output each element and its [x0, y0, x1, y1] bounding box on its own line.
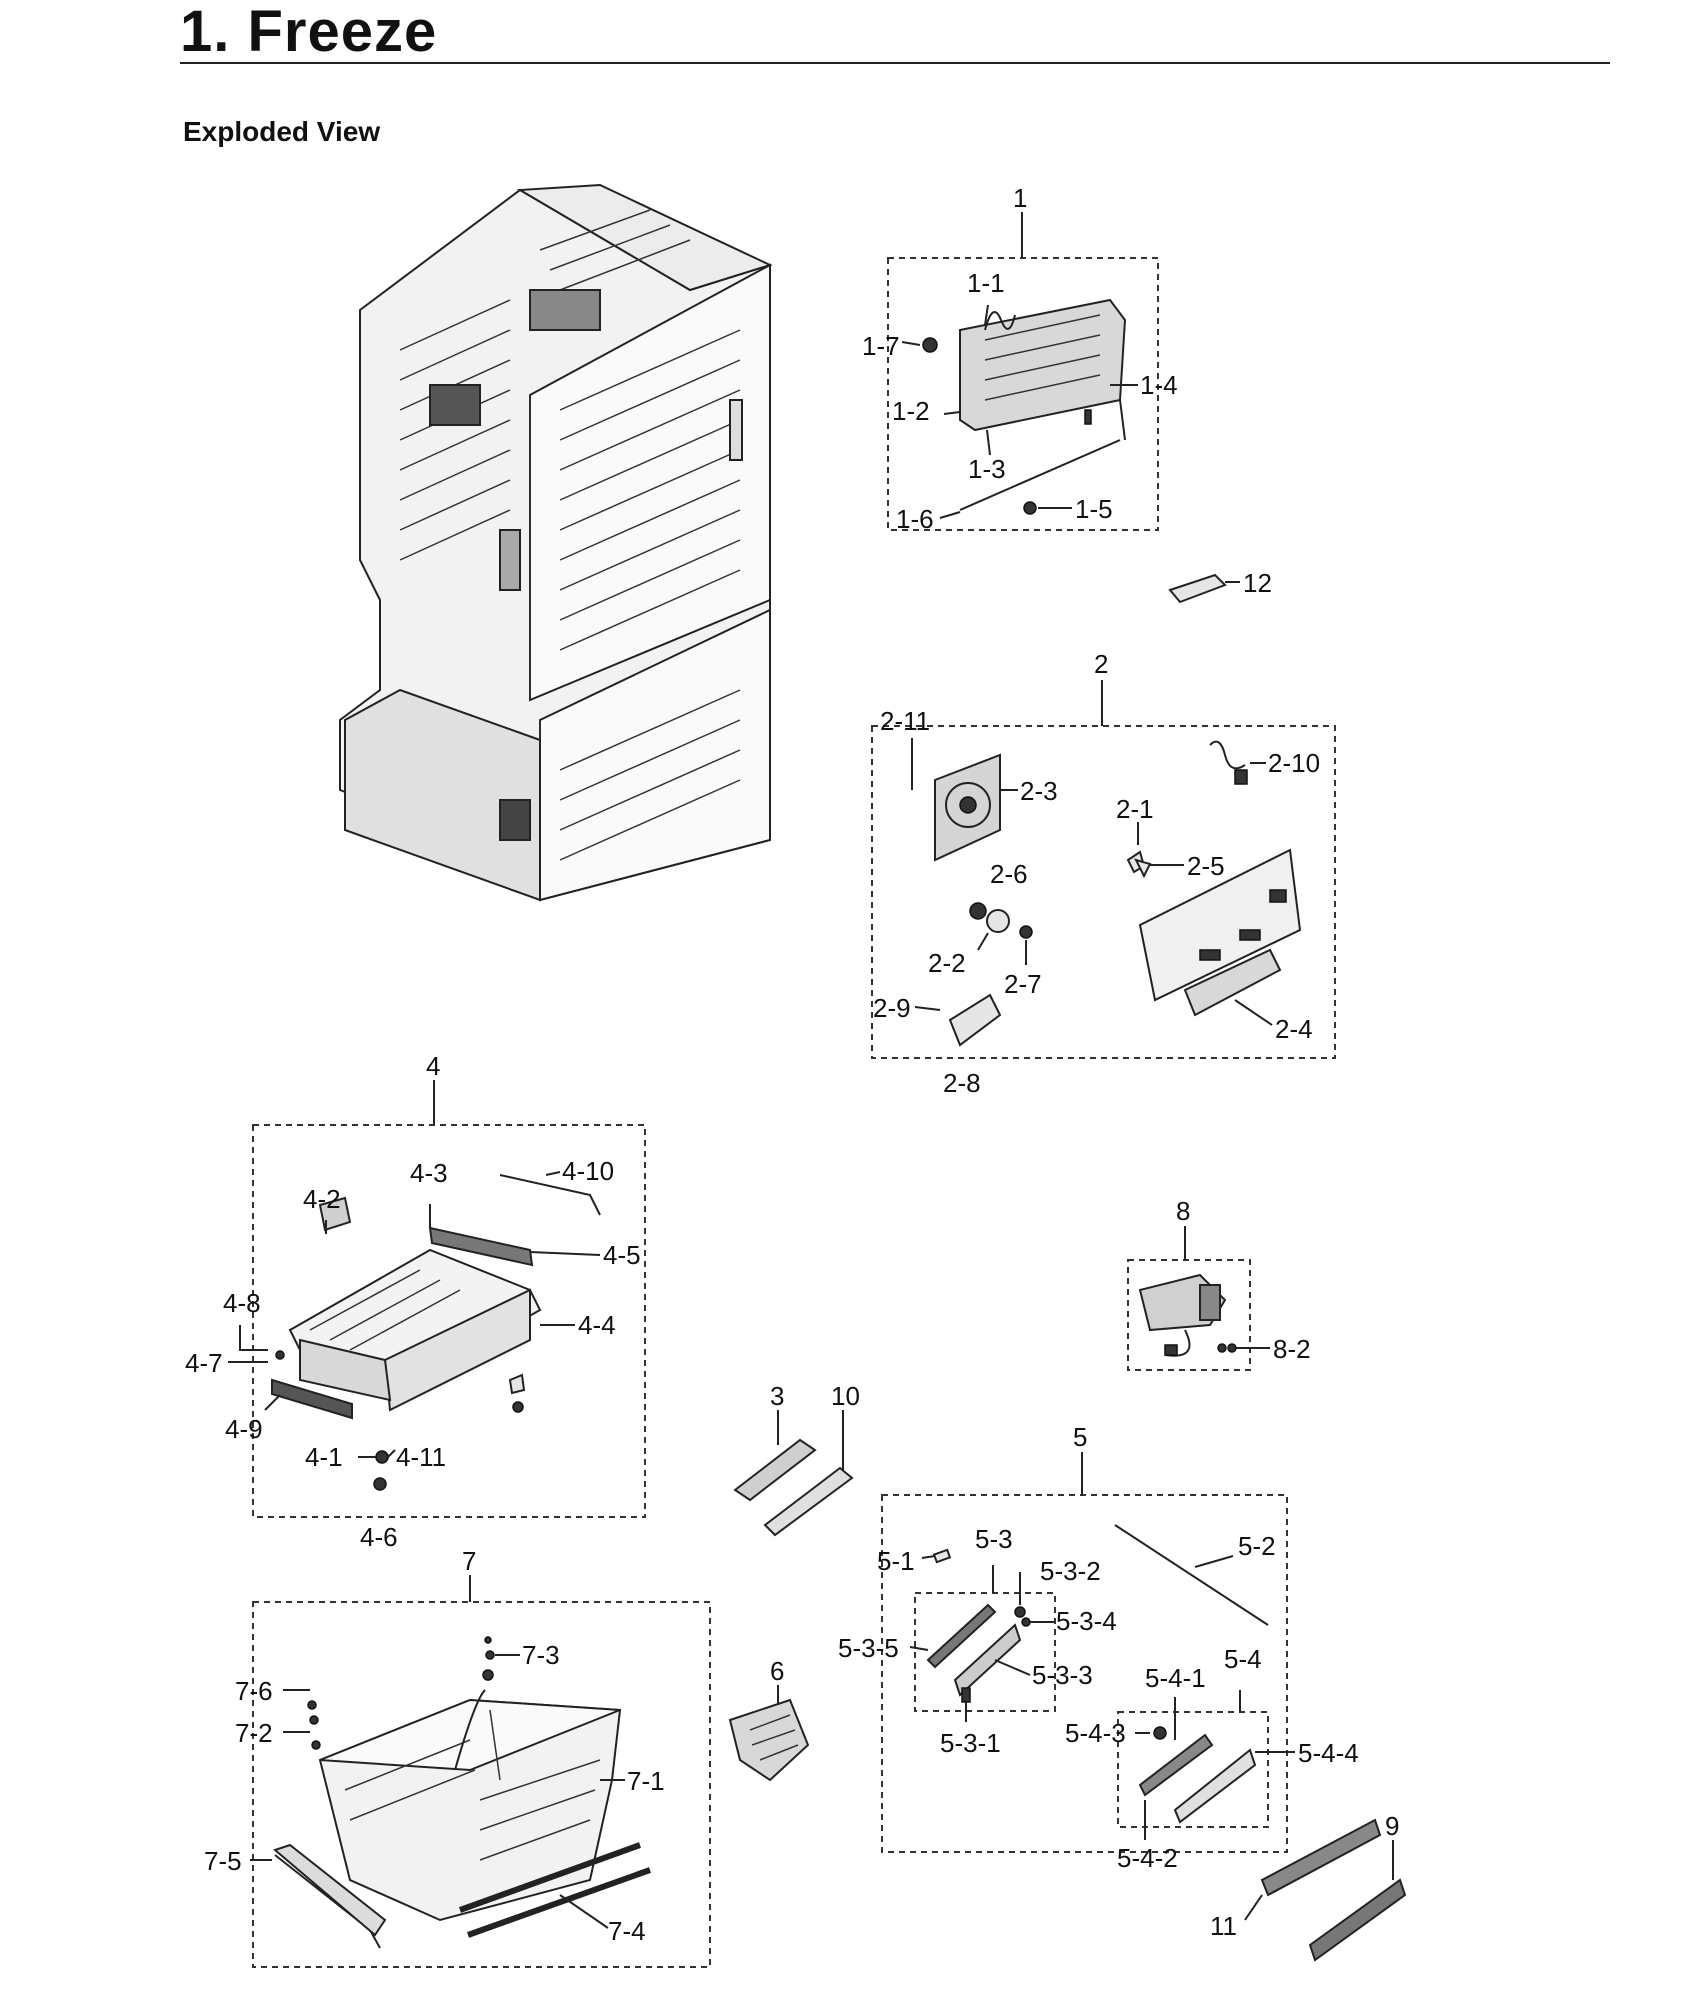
part-1-7-label: 1-7 [862, 331, 900, 361]
group-4-freezer-drawer-assembly [228, 1080, 646, 1518]
part-4-9-label: 4-9 [225, 1414, 263, 1444]
part-2-8-label: 2-8 [943, 1068, 981, 1098]
page-title: 1. Freeze [180, 0, 438, 64]
group-2-label: 2 [1094, 649, 1108, 679]
refrigerator-cabinet [339, 183, 773, 902]
part-5-4-label: 5-4 [1224, 1644, 1262, 1674]
part-1-6-label: 1-6 [896, 504, 934, 534]
part-5-3-4-label: 5-3-4 [1056, 1606, 1117, 1636]
part-12-label: 12 [1243, 568, 1272, 598]
part-2-1-label: 2-1 [1116, 794, 1154, 824]
part-7-6-label: 7-6 [235, 1676, 273, 1706]
section-subtitle: Exploded View [183, 116, 381, 147]
parts-9-and-11-rails [1244, 1818, 1407, 1962]
part-7-2-label: 7-2 [235, 1718, 273, 1748]
part-2-4-label: 2-4 [1275, 1014, 1313, 1044]
part-7-4-label: 7-4 [608, 1916, 646, 1946]
part-7-1-label: 7-1 [627, 1766, 665, 1796]
part-5-4-2-label: 5-4-2 [1117, 1843, 1178, 1873]
part-2-10-label: 2-10 [1268, 748, 1320, 778]
part-4-8-label: 4-8 [223, 1288, 261, 1318]
part-4-5-label: 4-5 [603, 1240, 641, 1270]
part-5-2-label: 5-2 [1238, 1531, 1276, 1561]
part-5-4-1-label: 5-4-1 [1145, 1663, 1206, 1693]
part-5-3-label: 5-3 [975, 1524, 1013, 1554]
part-2-6-label: 2-6 [990, 859, 1028, 889]
part-4-11-label: 4-11 [396, 1442, 446, 1472]
part-2-2-label: 2-2 [928, 948, 966, 978]
part-5-3-3-label: 5-3-3 [1032, 1660, 1093, 1690]
part-1-4-label: 1-4 [1140, 370, 1178, 400]
part-1-2-label: 1-2 [892, 396, 930, 426]
part-4-2-label: 4-2 [303, 1184, 341, 1214]
group-5-drawer-rail-assembly [881, 1452, 1295, 1853]
part-1-1-label: 1-1 [967, 268, 1005, 298]
parts-3-and-10-rails [733, 1410, 854, 1537]
group-8-label: 8 [1176, 1196, 1190, 1226]
part-4-3-label: 4-3 [410, 1158, 448, 1188]
part-5-3-5-label: 5-3-5 [838, 1633, 899, 1663]
group-7-label: 7 [462, 1546, 476, 1576]
part-5-4-3-label: 5-4-3 [1065, 1718, 1126, 1748]
part-5-3-1-label: 5-3-1 [940, 1728, 1001, 1758]
part-9-label: 9 [1385, 1811, 1399, 1841]
group-1-label: 1 [1013, 183, 1027, 213]
part-4-4-label: 4-4 [578, 1310, 616, 1340]
part-4-6-label: 4-6 [360, 1522, 398, 1552]
title-rule [180, 62, 1610, 64]
part-2-5-label: 2-5 [1187, 851, 1225, 881]
part-3-label: 3 [770, 1381, 784, 1411]
part-5-1-label: 5-1 [877, 1546, 915, 1576]
part-6-divider [728, 1685, 810, 1782]
group-4-label: 4 [426, 1051, 440, 1081]
group-1-freezer-duct-assembly [887, 212, 1159, 531]
part-2-3-label: 2-3 [1020, 776, 1058, 806]
part-4-10-label: 4-10 [562, 1156, 614, 1186]
group-2-evaporator-fan-assembly [871, 680, 1336, 1059]
part-8-2-label: 8-2 [1273, 1334, 1311, 1364]
part-12-item [1168, 573, 1240, 604]
part-2-7-label: 2-7 [1004, 969, 1042, 999]
group-7-basket-assembly [250, 1575, 711, 1968]
part-5-3-2-label: 5-3-2 [1040, 1556, 1101, 1586]
part-10-label: 10 [831, 1381, 860, 1411]
part-11-label: 11 [1210, 1911, 1237, 1941]
part-7-5-label: 7-5 [204, 1846, 242, 1876]
part-2-11-label: 2-11 [880, 706, 930, 736]
part-4-1-label: 4-1 [305, 1442, 343, 1472]
part-2-9-label: 2-9 [873, 993, 911, 1023]
group-8-damper-assembly [1127, 1226, 1270, 1371]
part-7-3-label: 7-3 [522, 1640, 560, 1670]
part-5-4-4-label: 5-4-4 [1298, 1738, 1359, 1768]
part-1-3-label: 1-3 [968, 454, 1006, 484]
part-1-5-label: 1-5 [1075, 494, 1113, 524]
part-6-label: 6 [770, 1656, 784, 1686]
part-4-7-label: 4-7 [185, 1348, 223, 1378]
group-5-label: 5 [1073, 1422, 1087, 1452]
